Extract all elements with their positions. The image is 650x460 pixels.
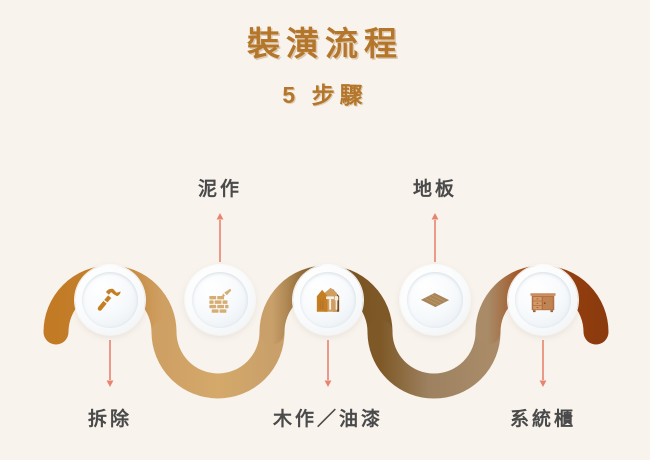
step-node-1[interactable] (75, 265, 145, 335)
brick-wall-trowel-icon (209, 288, 232, 313)
ribbon-segment-2 (151, 319, 285, 399)
step-label-5: 系統櫃 (509, 409, 577, 430)
page-title: 裝潢流程 (247, 25, 403, 62)
step-node-5[interactable] (508, 265, 578, 335)
step-label-4: 地板 (412, 179, 458, 200)
step-node-2[interactable] (185, 265, 255, 335)
ribbon-segment-4 (367, 319, 501, 399)
step-label-3: 木作／油漆 (272, 409, 384, 430)
page-subtitle: 5 步驟 (282, 82, 368, 108)
wood-floor-plank-icon (421, 292, 449, 308)
hammer-icon (97, 288, 121, 311)
step-label-1: 拆除 (87, 409, 133, 430)
step-label-2: 泥作 (197, 179, 243, 200)
step-node-3[interactable] (293, 265, 363, 335)
carpentry-tools-icon (316, 287, 340, 312)
step-node-4[interactable] (400, 265, 470, 335)
cabinet-icon (530, 293, 556, 313)
